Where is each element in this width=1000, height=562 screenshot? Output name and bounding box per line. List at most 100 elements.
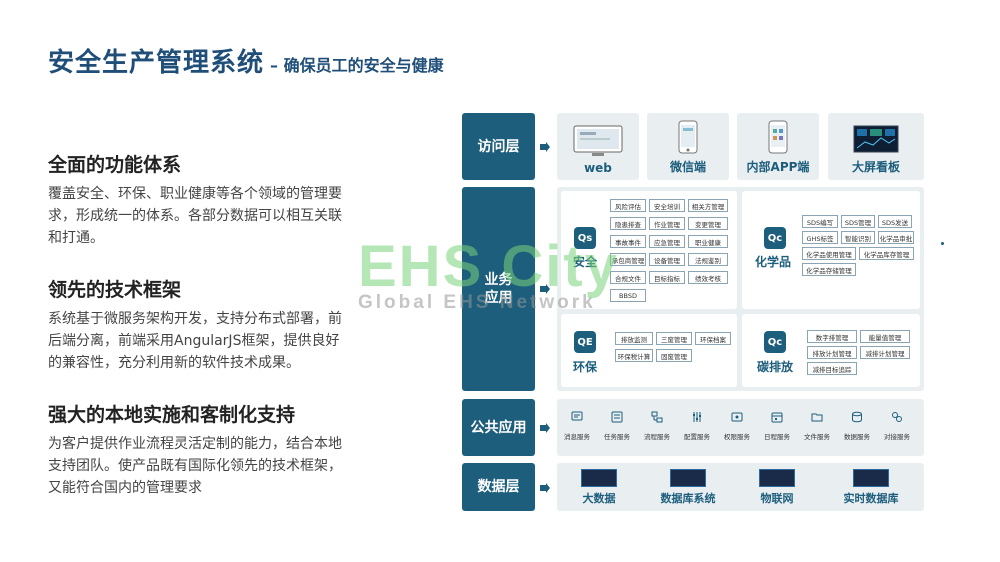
database-icon <box>852 411 862 423</box>
access-item-label: 大屏看板 <box>851 160 900 174</box>
message-icon <box>571 411 583 421</box>
service-file: 文件服务 <box>797 411 837 441</box>
task-icon <box>611 411 623 423</box>
mobile-phone-icon <box>678 120 698 154</box>
data-item-iot: 物联网 <box>737 469 817 506</box>
module-item: 风险评估 <box>610 199 646 212</box>
layer-label-access: 访问层 <box>462 113 535 180</box>
feature-heading: 强大的本地实施和客制化支持 <box>48 404 296 426</box>
carbon-logo-icon: Qc <box>764 331 786 353</box>
biz-block-environment: QE 环保 排放监测 三废管理 环保档案 环保税计算 固废管理 <box>561 314 737 387</box>
service-permission: 权限服务 <box>717 411 757 441</box>
module-item: 化学品审批 <box>878 231 914 244</box>
feature-body: 为客户提供作业流程灵活定制的能力，结合本地支持团队。使产品既有国际化领先的技术框… <box>48 436 342 496</box>
biz-block-name: 碳排放 <box>757 360 794 374</box>
layer-label-business: 业务 应用 <box>462 187 535 391</box>
biz-block-name: 安全 <box>573 255 598 269</box>
access-item-label: 微信端 <box>669 160 706 174</box>
arrow-icon <box>540 483 550 493</box>
module-item: SDS发送 <box>878 215 912 228</box>
environment-logo-icon: QE <box>574 331 596 353</box>
database-image-icon <box>670 469 706 487</box>
feature-list: 全面的功能体系 覆盖安全、环保、职业健康等各个领域的管理要求，形成统一的体系。各… <box>48 150 348 525</box>
web-monitor-icon <box>573 125 623 156</box>
biz-block-safety: Qs 安全 风险评估 安全培训 相关方管理 隐患排查 作业管理 变更管理 事故事… <box>561 191 737 309</box>
service-label: 文件服务 <box>804 433 830 441</box>
layer-label-data: 数据层 <box>462 463 535 511</box>
calendar-icon <box>771 412 783 423</box>
access-item-label: web <box>584 161 612 175</box>
chemicals-logo-icon: Qc <box>764 227 786 249</box>
module-item: 隐患排查 <box>610 217 646 230</box>
permission-icon <box>731 412 743 422</box>
module-item: 相关方管理 <box>688 199 728 212</box>
module-item: 目标指标 <box>649 271 685 284</box>
data-item-label: 大数据 <box>582 492 616 505</box>
decor-dot <box>941 242 944 245</box>
service-data: 数据服务 <box>837 411 877 441</box>
module-item: 能量值管理 <box>860 330 910 343</box>
data-item-bigdata: 大数据 <box>559 469 639 506</box>
arrow-icon <box>540 284 550 294</box>
module-item: 应急管理 <box>649 235 685 248</box>
folder-icon <box>811 413 823 422</box>
service-label: 权限服务 <box>724 433 750 441</box>
module-item: 合规文件 <box>610 271 646 284</box>
module-item: 职业健康 <box>688 235 728 248</box>
module-item: 承包商管理 <box>610 253 646 266</box>
mobile-app-icon <box>768 120 788 154</box>
access-item-app: 内部APP端 <box>737 113 819 180</box>
safety-logo-icon: Qs <box>574 227 596 249</box>
service-label: 日程服务 <box>764 433 790 441</box>
feature-section: 全面的功能体系 覆盖安全、环保、职业健康等各个领域的管理要求，形成统一的体系。各… <box>48 150 348 249</box>
module-item: 作业管理 <box>649 217 685 230</box>
module-item: 设备管理 <box>649 253 685 266</box>
module-item: 环保档案 <box>695 332 731 345</box>
module-item: 排放监测 <box>615 332 653 345</box>
module-item: GHS标签 <box>802 231 838 244</box>
layer-label-line: 业务 <box>484 272 513 288</box>
module-item: 三废管理 <box>656 332 692 345</box>
data-item-label: 实时数据库 <box>843 492 899 505</box>
module-item: 化学品库存管理 <box>859 247 914 260</box>
bigdata-image-icon <box>581 469 617 487</box>
module-item: 固废管理 <box>656 349 692 362</box>
realtime-db-image-icon <box>853 469 889 487</box>
feature-heading: 全面的功能体系 <box>48 154 182 176</box>
layer-label-line: 应用 <box>484 290 513 306</box>
module-item: BBSD <box>610 289 646 302</box>
data-item-database: 数据库系统 <box>648 469 728 506</box>
feature-section: 强大的本地实施和客制化支持 为客户提供作业流程灵活定制的能力，结合本地支持团队。… <box>48 400 348 499</box>
iot-image-icon <box>759 469 795 487</box>
biz-block-chemicals: Qc 化学品 SDS编写 SDS管理 SDS发送 GHS标签 智能识别 化学品审… <box>742 191 920 309</box>
data-panel: 大数据 数据库系统 物联网 实时数据库 <box>557 463 924 511</box>
header: 安全生产管理系统 – 确保员工的安全与健康 <box>48 42 444 79</box>
data-item-label: 物联网 <box>760 492 794 505</box>
module-item: 减排目标追踪 <box>807 362 857 375</box>
biz-block-carbon: Qc 碳排放 数字排管理 能量值管理 排放计划管理 减排计划管理 减排目标追踪 <box>742 314 920 387</box>
service-message: 消息服务 <box>557 411 597 441</box>
module-item: 环保税计算 <box>615 349 653 362</box>
access-item-label: 内部APP端 <box>746 160 810 174</box>
service-label: 流程服务 <box>644 433 670 441</box>
service-integration: 对接服务 <box>877 411 917 441</box>
service-label: 对接服务 <box>884 433 910 441</box>
biz-block-name: 化学品 <box>755 255 792 269</box>
access-item-wechat: 微信端 <box>647 113 729 180</box>
page-title: 安全生产管理系统 <box>48 48 265 78</box>
module-item: 数字排管理 <box>807 330 857 343</box>
service-task: 任务服务 <box>597 411 637 441</box>
module-item: SDS管理 <box>841 215 875 228</box>
service-config: 配置服务 <box>677 411 717 441</box>
process-icon <box>651 411 663 423</box>
config-icon <box>693 412 701 422</box>
service-label: 任务服务 <box>604 433 630 441</box>
module-item: 事故事件 <box>610 235 646 248</box>
biz-block-name: 环保 <box>573 360 598 374</box>
module-item: 化学品存储管理 <box>802 263 856 276</box>
service-process: 流程服务 <box>637 411 677 441</box>
feature-heading: 领先的技术框架 <box>48 279 182 301</box>
feature-section: 领先的技术框架 系统基于微服务架构开发，支持分布式部署，前后端分离，前端采用An… <box>48 275 348 374</box>
access-item-dashboard: 大屏看板 <box>828 113 924 180</box>
module-item: 化学品使用管理 <box>802 247 856 260</box>
